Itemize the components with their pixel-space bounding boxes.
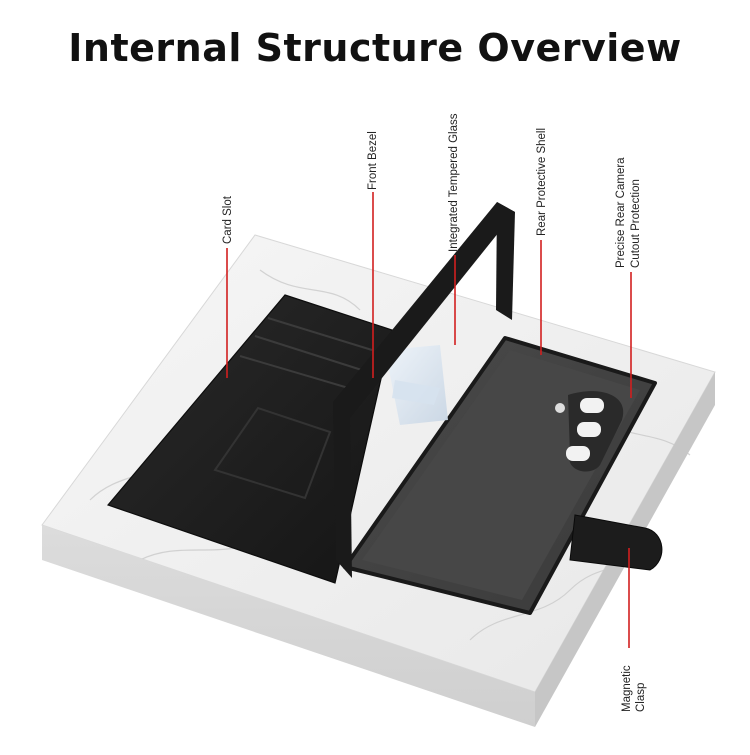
callout-camera-line1: Precise Rear Camera [615, 157, 627, 268]
callout-camera-line2: Cutout Protection [630, 179, 642, 268]
callout-clasp-line2: Clasp [635, 682, 647, 712]
front-bezel-frame [333, 202, 515, 418]
page-title: Internal Structure Overview [68, 26, 682, 70]
marble-slab-front [42, 525, 535, 727]
magnetic-clasp [569, 514, 663, 571]
leather-card-flap [106, 294, 393, 584]
callout-clasp-line1: Magnetic [621, 665, 633, 712]
camera-lens-2 [577, 422, 601, 437]
callout-lines [226, 192, 632, 648]
callout-front-bezel: Front Bezel [367, 131, 379, 190]
camera-flash [555, 403, 565, 413]
callout-card-slot: Card Slot [222, 196, 234, 244]
camera-cutouts [555, 391, 624, 472]
card-slots [213, 317, 373, 500]
camera-lens-1 [580, 398, 604, 413]
callout-integrated-glass: Integrated Tempered Glass [448, 113, 460, 252]
callout-rear-shell: Rear Protective Shell [536, 127, 548, 236]
camera-lens-3 [566, 446, 590, 461]
